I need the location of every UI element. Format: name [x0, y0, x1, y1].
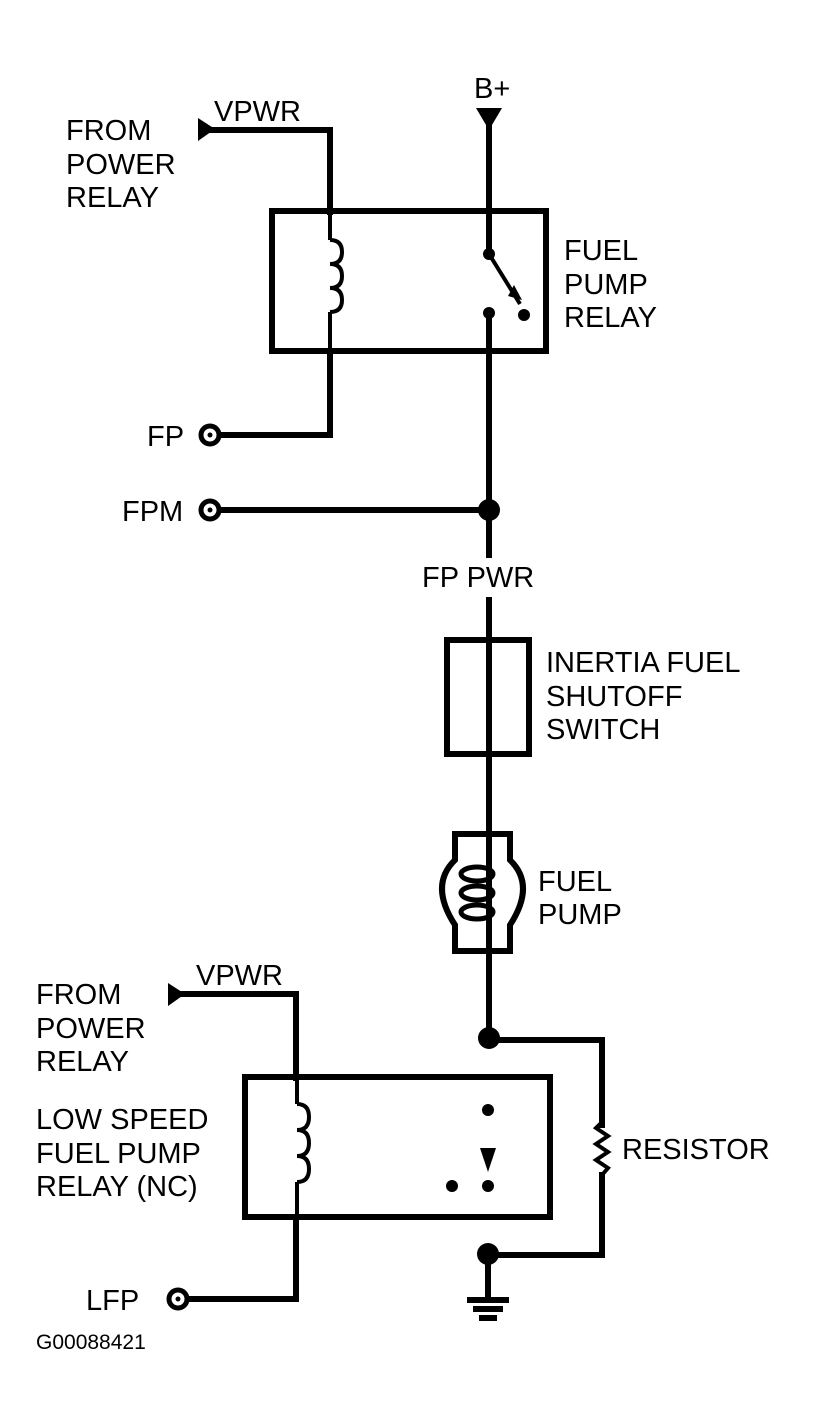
- b-plus-label: B+: [474, 73, 510, 105]
- svg-text:SWITCH: SWITCH: [546, 714, 660, 746]
- fuel-pump-relay-coil-icon: [328, 212, 345, 352]
- ground-icon: [467, 1297, 509, 1321]
- fp-pwr-label: FP PWR: [422, 562, 534, 594]
- fpm-terminal-label: FPM: [122, 496, 183, 528]
- lfp-wire: [181, 1215, 299, 1302]
- fuel-pump-relay-label: FUEL PUMP RELAY: [564, 235, 657, 334]
- svg-text:FUEL PUMP: FUEL PUMP: [36, 1138, 201, 1170]
- svg-text:FROM: FROM: [66, 115, 151, 147]
- fp-terminal-icon[interactable]: [198, 423, 222, 447]
- svg-text:LOW SPEED: LOW SPEED: [36, 1104, 208, 1136]
- svg-text:RELAY (NC): RELAY (NC): [36, 1171, 198, 1203]
- vpwr-bottom-label: VPWR: [196, 960, 283, 992]
- inertia-fuel-shutoff-switch-label: INERTIA FUEL SHUTOFF SWITCH: [546, 647, 740, 746]
- from-power-relay-top-label: FROM POWER RELAY: [66, 115, 176, 214]
- fp-terminal-label: FP: [147, 421, 184, 453]
- fuel-pump-relay-box: [269, 208, 549, 354]
- svg-text:SHUTOFF: SHUTOFF: [546, 681, 682, 713]
- figure-id: G00088421: [36, 1331, 146, 1354]
- svg-text:POWER: POWER: [66, 149, 176, 181]
- fuel-pump-motor-icon: [439, 827, 526, 958]
- low-speed-relay-coil-icon: [295, 1078, 312, 1218]
- vpwr-top-wire: [209, 127, 333, 215]
- vpwr-top-label: VPWR: [214, 96, 301, 128]
- svg-text:PUMP: PUMP: [564, 269, 648, 301]
- vpwr-bottom-wire: [179, 991, 299, 1081]
- lfp-terminal-label: LFP: [86, 1285, 139, 1317]
- svg-text:FUEL: FUEL: [564, 235, 638, 267]
- low-speed-relay-contact-icon: [446, 1104, 496, 1192]
- from-power-relay-bottom-label: FROM POWER RELAY: [36, 979, 146, 1078]
- low-speed-fuel-pump-relay-label: LOW SPEED FUEL PUMP RELAY (NC): [36, 1104, 208, 1203]
- fpm-terminal-icon[interactable]: [198, 498, 222, 522]
- svg-text:RELAY: RELAY: [564, 302, 657, 334]
- svg-text:FUEL: FUEL: [538, 866, 612, 898]
- svg-text:POWER: POWER: [36, 1013, 146, 1045]
- resistor-icon: [592, 1120, 612, 1177]
- low-speed-fuel-pump-relay-box: [242, 1074, 553, 1220]
- resistor-label: RESISTOR: [622, 1134, 770, 1166]
- svg-text:INERTIA FUEL: INERTIA FUEL: [546, 647, 740, 679]
- svg-text:RELAY: RELAY: [66, 182, 159, 214]
- fuel-pump-label: FUEL PUMP: [538, 866, 622, 931]
- svg-text:RELAY: RELAY: [36, 1046, 129, 1078]
- resistor-bottom-wire: [486, 1172, 605, 1258]
- svg-text:PUMP: PUMP: [538, 899, 622, 931]
- vpwr-top-arrow-icon: [198, 118, 215, 141]
- inertia-fuel-shutoff-switch-box: [444, 637, 532, 757]
- resistor-top-wire: [486, 1037, 605, 1128]
- svg-text:FROM: FROM: [36, 979, 121, 1011]
- fuel-pump-relay-contact-icon: [483, 209, 530, 355]
- fp-wire: [213, 349, 333, 438]
- vpwr-bottom-arrow-icon: [168, 983, 185, 1006]
- lfp-terminal-icon[interactable]: [166, 1287, 190, 1311]
